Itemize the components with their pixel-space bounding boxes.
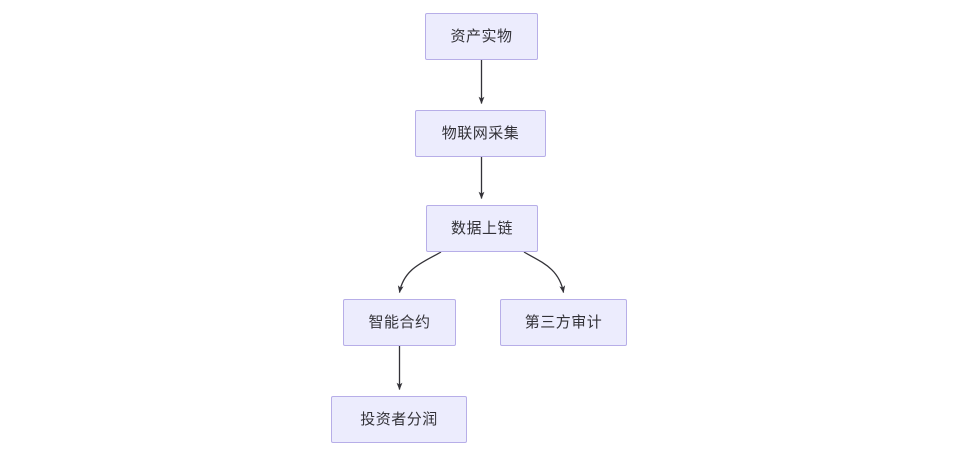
node-iot[interactable]: 物联网采集 [415,110,546,157]
node-investor[interactable]: 投资者分润 [331,396,467,443]
node-asset-label: 资产实物 [450,28,513,45]
node-asset[interactable]: 资产实物 [425,13,538,60]
node-onchain-label: 数据上链 [450,220,513,237]
node-contract[interactable]: 智能合约 [343,299,456,346]
edge-onchain-to-contract [397,251,442,294]
node-audit[interactable]: 第三方审计 [500,299,627,346]
node-iot-label: 物联网采集 [441,125,520,142]
edge-onchain-to-audit [523,251,566,294]
node-audit-label: 第三方审计 [524,314,603,331]
node-contract-label: 智能合约 [368,314,431,331]
node-onchain[interactable]: 数据上链 [426,205,538,252]
node-investor-label: 投资者分润 [360,411,438,428]
